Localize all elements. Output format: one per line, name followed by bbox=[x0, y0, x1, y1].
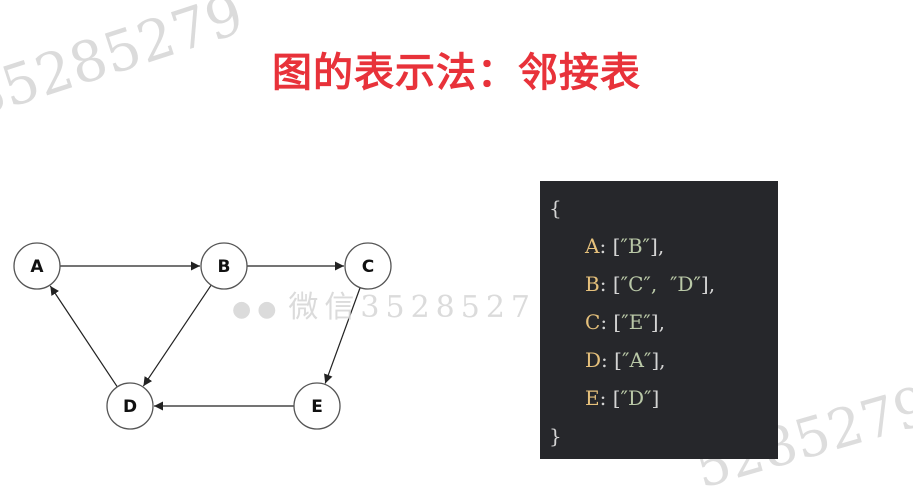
code-values: ″C″, ″D″ bbox=[620, 272, 701, 296]
node-label: E bbox=[311, 397, 323, 417]
node-circle bbox=[13, 242, 61, 290]
code-values: ″D″ bbox=[620, 386, 652, 410]
code-key: E bbox=[585, 386, 600, 410]
node-circle bbox=[293, 382, 341, 430]
node-label: C bbox=[362, 257, 374, 277]
edges-layer bbox=[49, 261, 361, 411]
code-entry-e: E: [″D″] bbox=[549, 379, 778, 417]
node-label: B bbox=[218, 257, 231, 277]
edge-d-to-a bbox=[49, 285, 118, 388]
node-d: D bbox=[106, 382, 154, 430]
code-entry-a: A: [″B″], bbox=[549, 227, 778, 265]
code-bracket-open: [ bbox=[613, 310, 622, 334]
code-key: A bbox=[585, 234, 600, 258]
code-values: ″E″ bbox=[621, 310, 651, 334]
node-circle bbox=[344, 242, 392, 290]
code-bracket-close: ] bbox=[651, 386, 660, 410]
code-entries: A: [″B″],B: [″C″, ″D″],C: [″E″],D: [″A″]… bbox=[549, 227, 778, 417]
adjacency-list-code: { A: [″B″],B: [″C″, ″D″],C: [″E″],D: [″A… bbox=[540, 181, 778, 459]
node-a: A bbox=[13, 242, 61, 290]
code-key: D bbox=[585, 348, 602, 372]
code-entry-b: B: [″C″, ″D″], bbox=[549, 265, 778, 303]
node-circle bbox=[200, 242, 248, 290]
node-b: B bbox=[200, 242, 248, 290]
code-entry-c: C: [″E″], bbox=[549, 303, 778, 341]
edge-c-to-e bbox=[324, 287, 361, 384]
code-bracket-close: ], bbox=[650, 234, 665, 258]
slide-title: 图的表示法：邻接表 bbox=[272, 50, 641, 96]
code-bracket-close: ], bbox=[700, 272, 716, 296]
nodes-layer: A B C D E bbox=[13, 242, 392, 430]
code-colon: : bbox=[601, 348, 615, 372]
code-colon: : bbox=[599, 272, 613, 296]
code-colon: : bbox=[599, 234, 613, 258]
edge-b-to-d bbox=[142, 284, 212, 387]
node-circle bbox=[106, 382, 154, 430]
node-c: C bbox=[344, 242, 392, 290]
code-values: ″A″ bbox=[621, 348, 652, 372]
code-bracket-close: ], bbox=[651, 348, 666, 372]
code-bracket-close: ], bbox=[650, 310, 665, 334]
code-bracket-open: [ bbox=[612, 234, 621, 258]
node-e: E bbox=[293, 382, 341, 430]
code-entry-d: D: [″A″], bbox=[549, 341, 778, 379]
code-colon: : bbox=[599, 386, 613, 410]
code-colon: : bbox=[600, 310, 614, 334]
node-label: A bbox=[30, 257, 44, 277]
code-bracket-open: [ bbox=[612, 386, 621, 410]
code-close-brace: } bbox=[549, 424, 562, 448]
code-bracket-open: [ bbox=[614, 348, 622, 372]
code-open-brace: { bbox=[549, 196, 562, 220]
code-key: B bbox=[585, 272, 600, 296]
code-key: C bbox=[585, 310, 601, 334]
code-values: ″B″ bbox=[620, 234, 651, 258]
code-bracket-open: [ bbox=[612, 272, 621, 296]
node-label: D bbox=[123, 397, 137, 417]
